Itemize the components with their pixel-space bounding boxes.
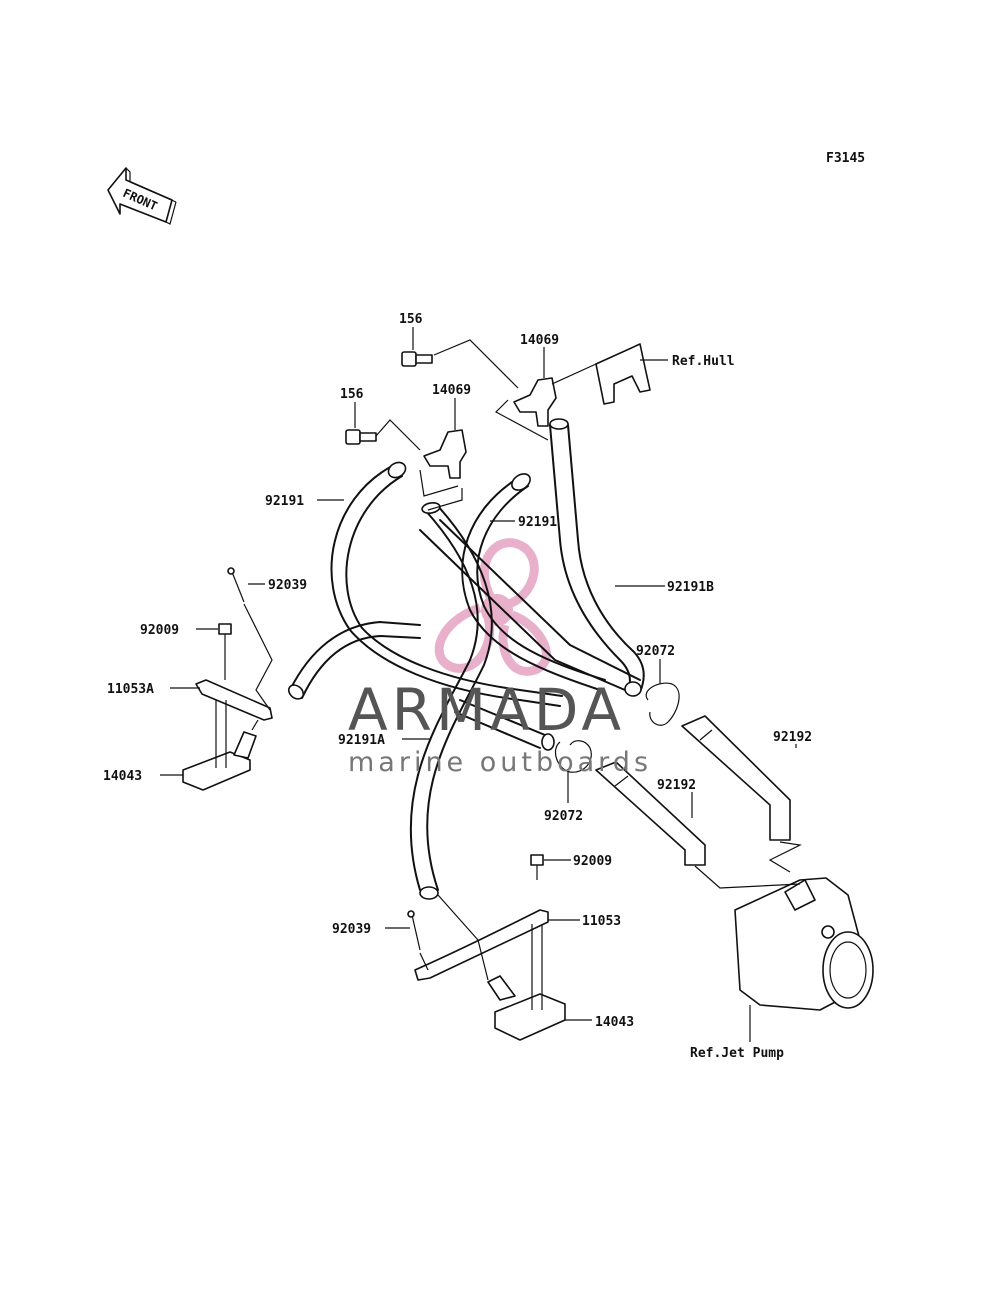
label-ref-hull: Ref.Hull (672, 354, 735, 369)
label-cover-14043-right: 14043 (595, 1015, 634, 1030)
label-bolt-156-lower: 156 (340, 387, 364, 402)
hose-92192-lower (595, 761, 706, 866)
screw-92039-lower (407, 910, 421, 951)
watermark-tagline: marine outboards (348, 747, 652, 778)
hose-92192-upper (681, 715, 791, 841)
hose-92191-left (330, 461, 563, 707)
label-hose-92191-left: 92191 (265, 494, 304, 509)
bracket-14069-upper (513, 377, 557, 427)
label-hose-92192-lower: 92192 (657, 778, 696, 793)
screw-92009-upper (218, 623, 232, 660)
bracket-11053A (195, 679, 273, 721)
label-clamp-92072-upper: 92072 (636, 644, 675, 659)
label-bracket-11053A: 11053A (107, 682, 154, 697)
label-ref-jet-pump: Ref.Jet Pump (690, 1046, 784, 1061)
bolt-156-lower (345, 429, 377, 445)
label-cover-14043-left: 14043 (103, 769, 142, 784)
label-hose-92191A: 92191A (338, 733, 385, 748)
label-hose-92192-upper: 92192 (773, 730, 812, 745)
screw-92039-upper (227, 567, 245, 603)
bracket-11053 (414, 909, 549, 981)
label-screw-92009-lower: 92009 (573, 854, 612, 869)
label-screw-92039-lower: 92039 (332, 922, 371, 937)
label-bolt-156-upper: 156 (399, 312, 423, 327)
jet-pump (734, 877, 874, 1011)
clamp-92072-lower (555, 740, 592, 773)
leader-lines (160, 327, 802, 1042)
hose-92191B (419, 418, 645, 697)
bolt-156-upper (401, 351, 433, 367)
label-screw-92039-upper: 92039 (268, 578, 307, 593)
label-hose-92191-center: 92191 (518, 515, 557, 530)
label-bracket-11053: 11053 (582, 914, 621, 929)
screw-92009-lower (530, 854, 544, 880)
label-bracket-14069-upper: 14069 (520, 333, 559, 348)
label-screw-92009-upper: 92009 (140, 623, 179, 638)
hose-92191-center (461, 473, 606, 691)
label-hose-92191B: 92191B (667, 580, 714, 595)
label-bracket-14069-lower: 14069 (432, 383, 471, 398)
figure-code: F3145 (826, 151, 865, 166)
watermark-brand: ARMADA (348, 676, 625, 744)
clamp-92072-upper (645, 682, 680, 726)
cover-14043-left (182, 731, 257, 791)
label-clamp-92072-lower: 92072 (544, 809, 583, 824)
bracket-14069-lower (423, 429, 467, 479)
cover-14043-right (487, 975, 566, 1041)
hull-bracket (595, 343, 651, 405)
front-arrow-icon: FRONT (107, 167, 177, 225)
